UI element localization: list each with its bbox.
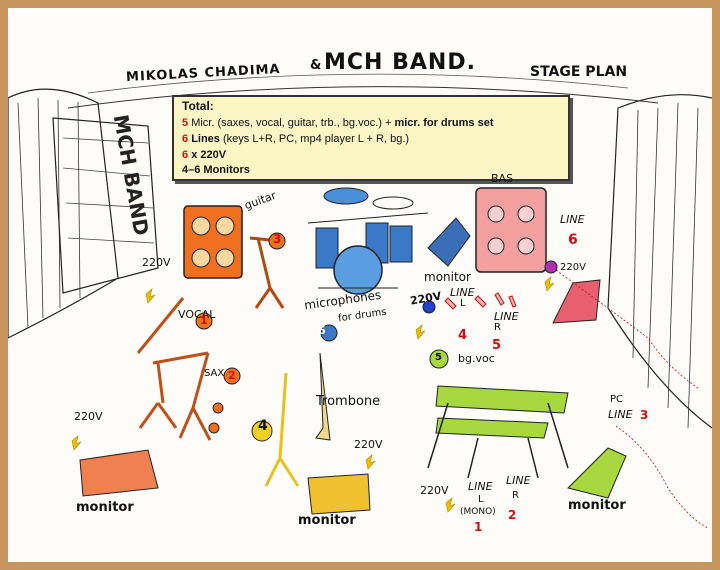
- lines-detail: (keys L+R, PC, mp4 player L + R, bg.): [222, 133, 410, 145]
- totals-lines-row: 6 Lines (keys L+R, PC, mp4 player L + R,…: [182, 133, 409, 145]
- monitor-label-drums: monitor: [424, 270, 471, 284]
- monitor-label-left: monitor: [76, 500, 134, 515]
- micr-count: 5: [182, 117, 189, 129]
- bass-amp: [475, 187, 547, 273]
- power-label-bass: 220V: [560, 262, 586, 273]
- line-1-number: 1: [474, 520, 483, 534]
- line-l-label: LINE: [450, 286, 475, 299]
- band-name-right: MCH BAND.: [324, 50, 476, 75]
- power-count: 6: [182, 149, 189, 161]
- lines-count: 6: [182, 133, 189, 145]
- ampersand: &: [310, 58, 322, 73]
- micr-drums: micr. for drums set: [394, 117, 494, 129]
- micr-text: Micr. (saxes, vocal, guitar, trb., bg.vo…: [191, 117, 392, 129]
- lines-label: Lines: [191, 133, 220, 145]
- bgvoc-number: 5: [435, 352, 442, 363]
- trombone-number: 4: [258, 418, 268, 434]
- stage-drawing: [8, 73, 712, 529]
- keys-line-l-label: LINE: [468, 480, 493, 493]
- mono-label: (MONO): [460, 507, 496, 517]
- totals-title: Total:: [182, 99, 214, 113]
- line-5-number: 5: [492, 338, 502, 353]
- right-upper-monitor: [552, 279, 601, 324]
- keys-line-r-label: LINE: [506, 474, 531, 487]
- power-bolts: [71, 276, 555, 513]
- bgvoc-label: bg.voc: [458, 352, 495, 365]
- guitar-amp: [183, 205, 243, 279]
- monitors-text: 4–6 Monitors: [182, 164, 250, 176]
- line-r-side: R: [494, 322, 501, 333]
- power-label-monitor: 220V: [74, 410, 103, 423]
- totals-box: Total: 5 Micr. (saxes, vocal, guitar, tr…: [172, 95, 570, 181]
- wall-banner: [52, 117, 159, 294]
- line-2-number: 2: [508, 508, 517, 522]
- totals-power-row: 6 x 220V: [182, 149, 226, 161]
- vocal-mic-stands: [136, 297, 241, 441]
- sax-number: 2: [228, 369, 236, 382]
- power-label-trombone: 220V: [354, 438, 383, 451]
- vocal-label: VOCAL: [178, 308, 216, 321]
- left-curtain: [8, 88, 119, 339]
- stage-plan-title: STAGE PLAN: [530, 64, 628, 80]
- power-label-left: 220V: [142, 256, 171, 269]
- monitor-label-right: monitor: [568, 498, 626, 513]
- line-4-number: 4: [458, 328, 468, 343]
- line-r-label: LINE: [494, 310, 519, 323]
- line-6-label: LINE: [560, 213, 585, 226]
- stage-plan-sheet: MIKOLAS CHADIMA & MCH BAND. STAGE PLAN M…: [8, 8, 712, 562]
- stage-top-line: [67, 86, 659, 109]
- bass-label: BAS: [491, 172, 514, 185]
- keyboard-stand: [427, 349, 569, 479]
- sax-label: SAX: [204, 368, 225, 379]
- keys-line-l-side: L: [478, 494, 484, 505]
- drum-kit: [307, 187, 429, 342]
- guitar-mic-stand: [249, 236, 285, 309]
- pc-line-label: LINE: [608, 408, 633, 421]
- drum-monitor: [427, 217, 471, 267]
- guitar-number: 3: [273, 232, 282, 246]
- pc-label: PC: [610, 394, 624, 405]
- power-label-keys: 220V: [420, 484, 449, 497]
- left-monitor: [79, 449, 159, 497]
- monitor-label-center: monitor: [298, 513, 356, 528]
- line-l-side: L: [460, 298, 466, 309]
- totals-micr-row: 5 Micr. (saxes, vocal, guitar, trb., bg.…: [182, 117, 494, 129]
- line-3-number: 3: [640, 408, 649, 422]
- power-text: x 220V: [191, 149, 227, 161]
- jack-plugs: [444, 292, 517, 310]
- vocal-number: 1: [200, 314, 208, 327]
- trombone-label: Trombone: [316, 394, 381, 409]
- right-curtain: [607, 94, 712, 429]
- trombone-area: [251, 352, 371, 515]
- line-6-number: 6: [568, 232, 578, 248]
- right-lower-monitor: [567, 447, 627, 499]
- drums-number: 6: [318, 324, 326, 337]
- keys-line-r-side: R: [512, 490, 519, 501]
